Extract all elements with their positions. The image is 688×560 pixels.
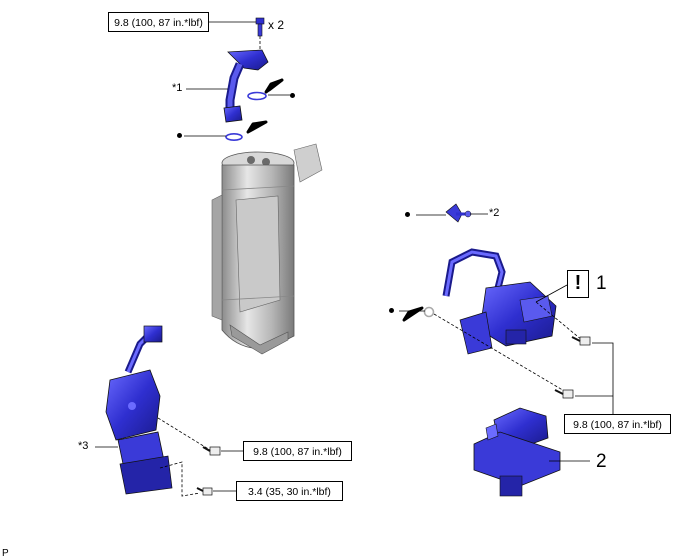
torque-spec-top: 9.8 (100, 87 in.*lbf) — [108, 12, 209, 32]
callout-3: *3 — [78, 440, 89, 452]
caution-icon: ! — [567, 270, 589, 298]
torque-spec-part-3-b: 3.4 (35, 30 in.*lbf) — [236, 481, 343, 501]
bolt-part-1-a-icon — [571, 336, 591, 346]
arrow-lower-icon — [246, 120, 268, 134]
bolt-dash-part-3-b — [159, 461, 201, 497]
bolt-quantity: x 2 — [268, 18, 285, 32]
o-ring-part-1-icon — [423, 306, 435, 318]
footer-code: P — [2, 548, 9, 559]
bracket-icon — [445, 203, 472, 223]
marker-dot-bracket — [405, 212, 410, 217]
part-number-2: 2 — [596, 451, 607, 472]
bolt-part-1-b-icon — [554, 389, 574, 399]
part-3-valve-icon — [105, 325, 173, 495]
arrow-upper-icon — [264, 78, 284, 94]
bolt-part-3-a-icon — [202, 446, 221, 456]
marker-dot-upper — [290, 93, 295, 98]
marker-dot-lower — [177, 133, 182, 138]
torque-spec-part-3-a: 9.8 (100, 87 in.*lbf) — [243, 441, 352, 461]
marker-dot-part-1 — [389, 308, 394, 313]
arrow-part-1-icon — [402, 306, 424, 322]
torque-spec-part-1: 9.8 (100, 87 in.*lbf) — [564, 414, 671, 434]
o-ring-upper-icon — [247, 91, 267, 101]
pipe-icon — [223, 49, 269, 123]
torque-bracket-right — [592, 342, 614, 414]
callout-1: *1 — [172, 82, 183, 94]
top-bolt-icon — [255, 17, 265, 37]
bolt-part-3-b-icon — [196, 487, 213, 496]
part-number-1: 1 — [596, 273, 607, 294]
caution-leader — [535, 284, 568, 303]
part-1-valve-icon — [442, 248, 557, 355]
bolt-dash-part-3-a — [157, 417, 211, 451]
o-ring-lower-icon — [225, 133, 243, 142]
part-2-valve-icon — [473, 407, 561, 497]
callout-2: *2 — [489, 207, 500, 219]
bolt-dash-part-1 — [433, 313, 567, 393]
canister-icon — [211, 143, 323, 355]
